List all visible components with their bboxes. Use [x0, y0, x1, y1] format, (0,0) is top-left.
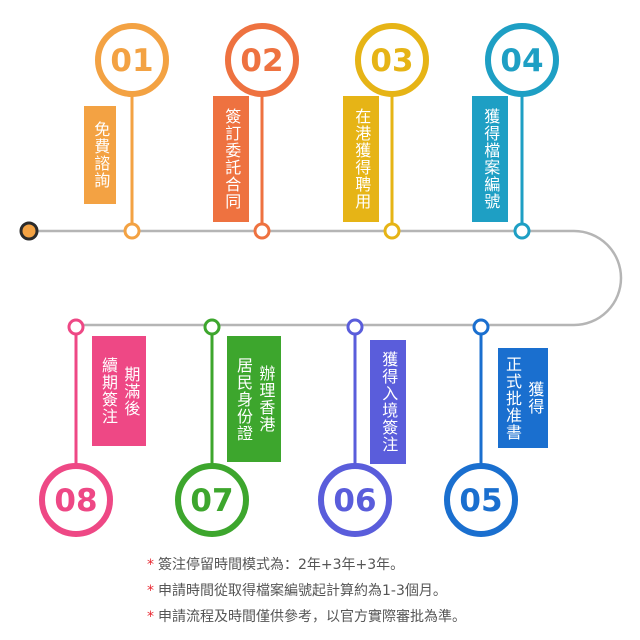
step-label-text: 獲得入境簽注 — [379, 351, 399, 453]
step-pin-04 — [513, 222, 531, 240]
note-item: *申請流程及時間僅供參考，以官方實際審批為準。 — [147, 604, 466, 630]
note-marker: * — [147, 583, 154, 599]
step-label-03: 在港獲得聘用 — [343, 96, 379, 222]
step-pin-01 — [123, 222, 141, 240]
note-text: 申請時間從取得檔案編號起計算約為1-3個月。 — [158, 583, 447, 599]
step-label-text: 獲得檔案編號 — [481, 108, 501, 210]
step-label-text: 免費諮詢 — [91, 121, 111, 189]
note-item: *簽注停留時間模式為：2年+3年+3年。 — [147, 552, 466, 578]
step-pin-05 — [472, 318, 490, 336]
step-pin-06 — [346, 318, 364, 336]
step-label-07: 辦理香港居民身份證 — [227, 336, 281, 462]
step-label-02: 簽訂委託合同 — [213, 96, 249, 222]
step-number-06: 06 — [333, 483, 376, 519]
step-label-text: 居民身份證 — [234, 356, 253, 442]
note-marker: * — [147, 557, 154, 573]
step-number-08: 08 — [54, 483, 97, 519]
step-label-text: 期滿後 — [121, 365, 141, 417]
step-label-08: 期滿後續期簽注 — [92, 336, 146, 446]
step-number-02: 02 — [240, 43, 283, 79]
step-ring-05 — [444, 463, 518, 537]
step-label-04: 獲得檔案編號 — [472, 96, 508, 222]
step-pin-02 — [253, 222, 271, 240]
step-number-05: 05 — [459, 483, 502, 519]
timeline-start-dot — [19, 221, 39, 241]
step-label-text: 在港獲得聘用 — [352, 108, 372, 210]
step-number-01: 01 — [110, 43, 153, 79]
step-label-text: 辦理香港 — [256, 365, 276, 433]
step-ring-02 — [225, 23, 299, 97]
step-label-05: 獲得正式批准書 — [498, 348, 548, 448]
step-label-text: 獲得 — [525, 381, 545, 415]
step-label-01: 免費諮詢 — [84, 106, 116, 204]
step-number-04: 04 — [500, 43, 543, 79]
step-ring-07 — [175, 463, 249, 537]
note-text: 申請流程及時間僅供參考，以官方實際審批為準。 — [158, 609, 466, 625]
step-label-06: 獲得入境簽注 — [370, 340, 406, 464]
step-number-03: 03 — [370, 43, 413, 79]
note-marker: * — [147, 609, 154, 625]
note-text: 簽注停留時間模式為：2年+3年+3年。 — [158, 557, 405, 573]
step-pin-08 — [67, 318, 85, 336]
step-label-text: 續期簽注 — [99, 357, 118, 425]
step-label-text: 簽訂委託合同 — [222, 108, 242, 210]
step-pin-07 — [203, 318, 221, 336]
step-ring-08 — [39, 463, 113, 537]
step-ring-01 — [95, 23, 169, 97]
step-label-text: 正式批准書 — [503, 355, 522, 441]
step-number-07: 07 — [190, 483, 233, 519]
step-ring-04 — [485, 23, 559, 97]
notes-list: *簽注停留時間模式為：2年+3年+3年。 *申請時間從取得檔案編號起計算約為1-… — [147, 552, 466, 630]
step-ring-06 — [318, 463, 392, 537]
step-pin-03 — [383, 222, 401, 240]
timeline-track — [29, 229, 623, 327]
note-item: *申請時間從取得檔案編號起計算約為1-3個月。 — [147, 578, 466, 604]
step-ring-03 — [355, 23, 429, 97]
